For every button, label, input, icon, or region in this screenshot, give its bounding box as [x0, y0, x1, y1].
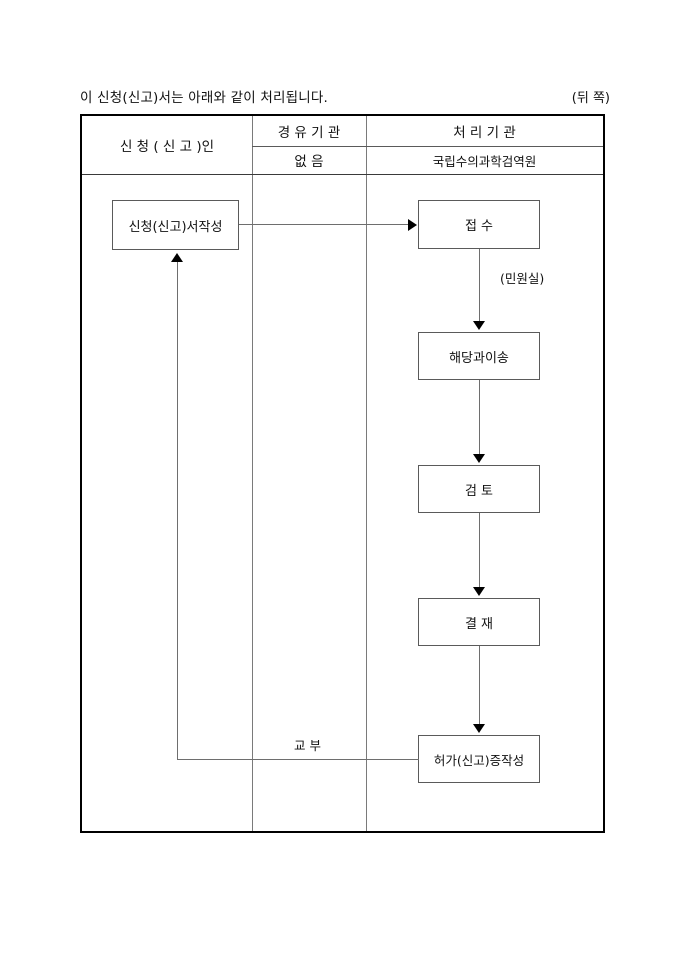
caption-row: 이 신청(신고)서는 아래와 같이 처리됩니다. (뒤 쪽) — [80, 86, 610, 108]
connector-review-to-approve — [479, 513, 480, 589]
connector-receive-to-forward — [479, 249, 480, 323]
column-divider-2 — [366, 116, 367, 831]
flow-node-review: 검 토 — [418, 465, 540, 513]
header-processing-agency-title: 처 리 기 관 — [453, 125, 516, 141]
flow-node-apply: 신청(신고)서작성 — [112, 200, 239, 250]
header-applicant: 신 청 ( 신 고 )인 — [119, 139, 215, 155]
header-bottom-rule — [82, 174, 603, 175]
flow-node-receive: 접 수 — [418, 200, 540, 249]
header-via-agency-value: 없 음 — [294, 154, 324, 170]
arrow-forward-to-review-icon — [473, 454, 485, 463]
flow-node-issue: 허가(신고)증작성 — [418, 735, 540, 783]
arrow-review-to-approve-icon — [473, 587, 485, 596]
connector-issue-to-applicant-horizontal — [177, 759, 419, 760]
arrow-apply-to-receive-icon — [408, 219, 417, 231]
flow-node-forward: 해당과이송 — [418, 332, 540, 380]
page-side-note: (뒤 쪽) — [571, 91, 610, 106]
flow-node-approve: 결 재 — [418, 598, 540, 646]
header-processing-agency-value: 국립수의과학검역원 — [432, 153, 537, 169]
column-divider-1 — [252, 116, 253, 831]
header-via-agency-title: 경 유 기 관 — [277, 125, 341, 141]
header-mid-rule — [252, 146, 603, 147]
process-flow-table: 신 청 ( 신 고 )인 경 유 기 관 없 음 처 리 기 관 국립수의과학검… — [80, 114, 605, 833]
connector-apply-to-receive — [239, 224, 409, 225]
arrow-issue-to-applicant-icon — [171, 253, 183, 262]
arrow-approve-to-issue-icon — [473, 724, 485, 733]
annotation-civil-service-office: (민원실) — [500, 271, 545, 286]
page-caption: 이 신청(신고)서는 아래와 같이 처리됩니다. — [80, 90, 328, 106]
annotation-delivery: 교 부 — [294, 738, 321, 753]
arrow-receive-to-forward-icon — [473, 321, 485, 330]
connector-approve-to-issue — [479, 646, 480, 726]
connector-issue-to-applicant-vertical — [177, 262, 178, 759]
connector-forward-to-review — [479, 380, 480, 456]
